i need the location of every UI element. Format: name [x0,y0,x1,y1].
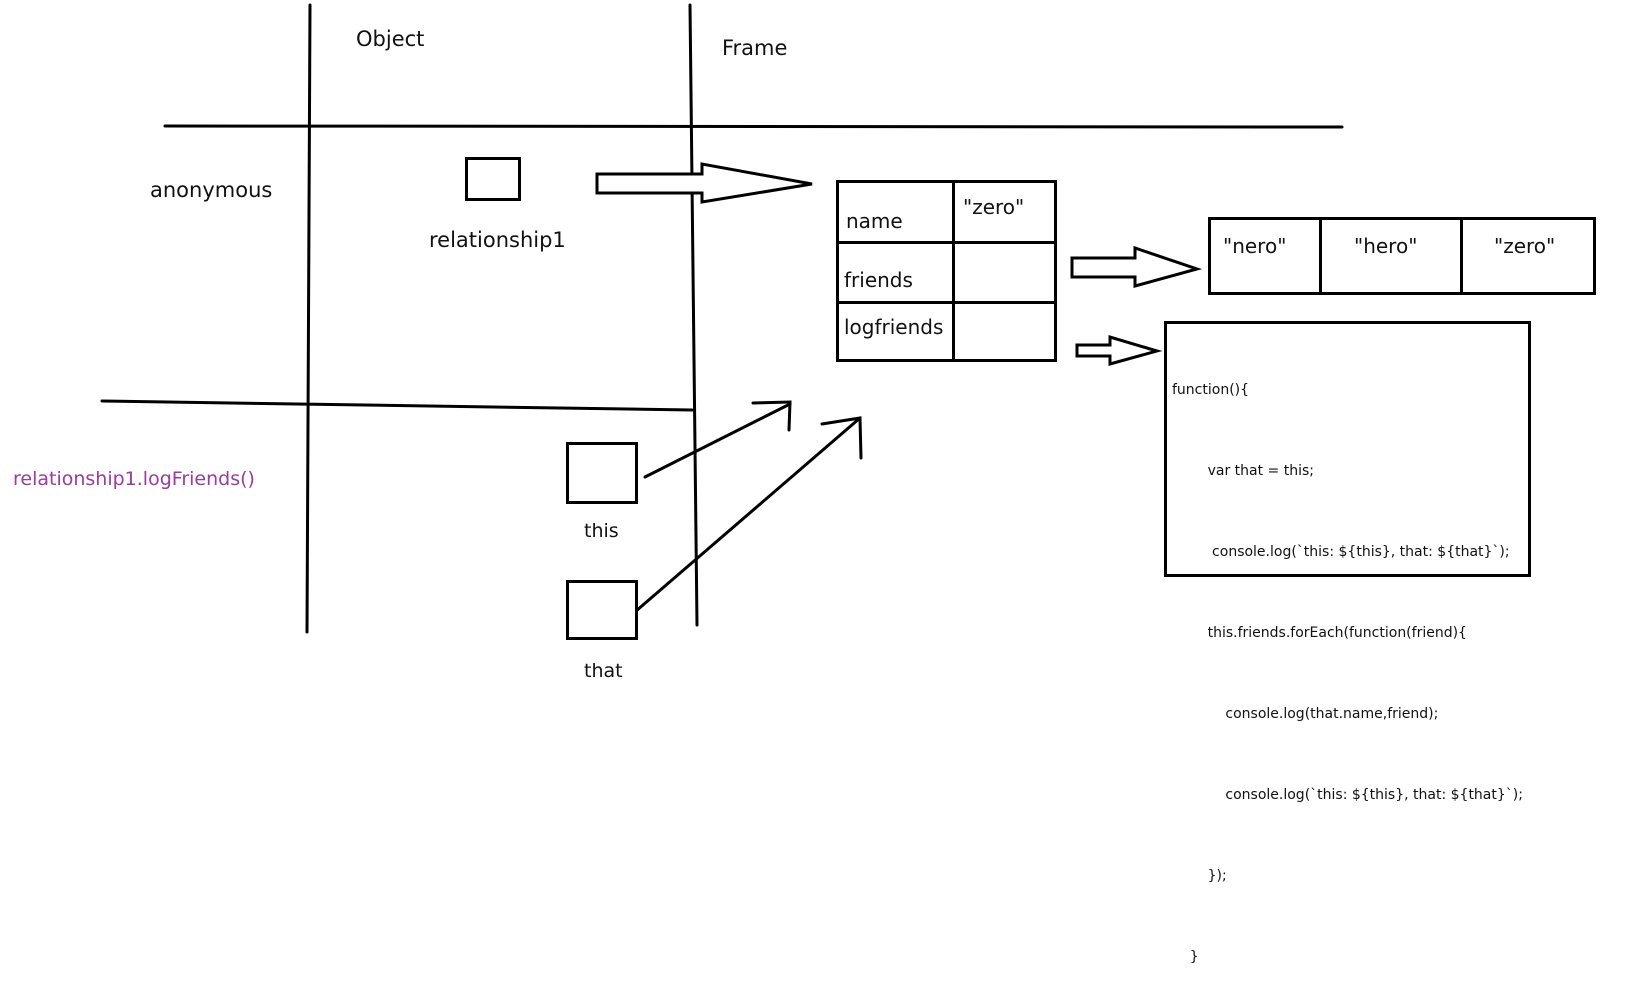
object-table-row-divider-2 [839,301,1054,304]
that-label: that [584,660,623,682]
array-item: "nero" [1223,234,1287,258]
friends-arrow [1070,245,1203,288]
code-line: console.log(`this: ${this}, that: ${that… [1172,544,1510,560]
object-table-row-divider-1 [839,241,1054,244]
relationship1-label: relationship1 [429,228,566,252]
function-code: function(){ var that = this; console.log… [1172,323,1532,998]
array-item: "hero" [1354,234,1418,258]
object-value-name: "zero" [963,195,1025,219]
code-line: function(){ [1172,382,1250,398]
row-divider [100,399,694,412]
code-line: console.log(`this: ${this}, that: ${that… [1172,787,1523,803]
code-line: console.log(that.name,friend); [1172,706,1439,722]
frame-column-divider [688,3,699,627]
this-pointer-arrow [643,402,792,479]
code-line: this.friends.forEach(function(friend){ [1172,625,1467,641]
array-item: "zero" [1494,234,1556,258]
call-expression-label: relationship1.logFriends() [13,468,255,490]
object-key-name: name [846,209,903,233]
object-column-divider [305,3,312,634]
this-slot [566,442,638,504]
that-pointer-arrowhead [820,416,863,460]
relationship1-slot [465,157,521,201]
object-column-header: Object [356,27,425,51]
that-pointer-arrow [634,416,862,613]
diagram-canvas [100,3,1344,634]
array-divider-2 [1460,220,1463,292]
code-line: } [1172,949,1199,965]
this-pointer-arrowhead [751,400,792,432]
array-divider-1 [1319,220,1322,292]
anonymous-row-label: anonymous [150,178,273,202]
function-box [1164,321,1531,577]
code-line: var that = this; [1172,463,1314,479]
relationship1-arrow [595,162,813,204]
logfriends-arrow [1075,334,1163,366]
object-table: name "zero" friends logfriends [836,180,1057,362]
friends-array: "nero" "hero" "zero" [1208,217,1596,295]
that-slot [566,580,638,640]
frame-column-header: Frame [722,36,788,60]
object-table-column-divider [952,183,955,359]
this-label: this [584,520,619,542]
code-line: }); [1172,868,1227,884]
header-divider [163,124,1344,129]
object-key-friends: friends [844,268,913,292]
object-key-logfriends: logfriends [844,315,944,339]
